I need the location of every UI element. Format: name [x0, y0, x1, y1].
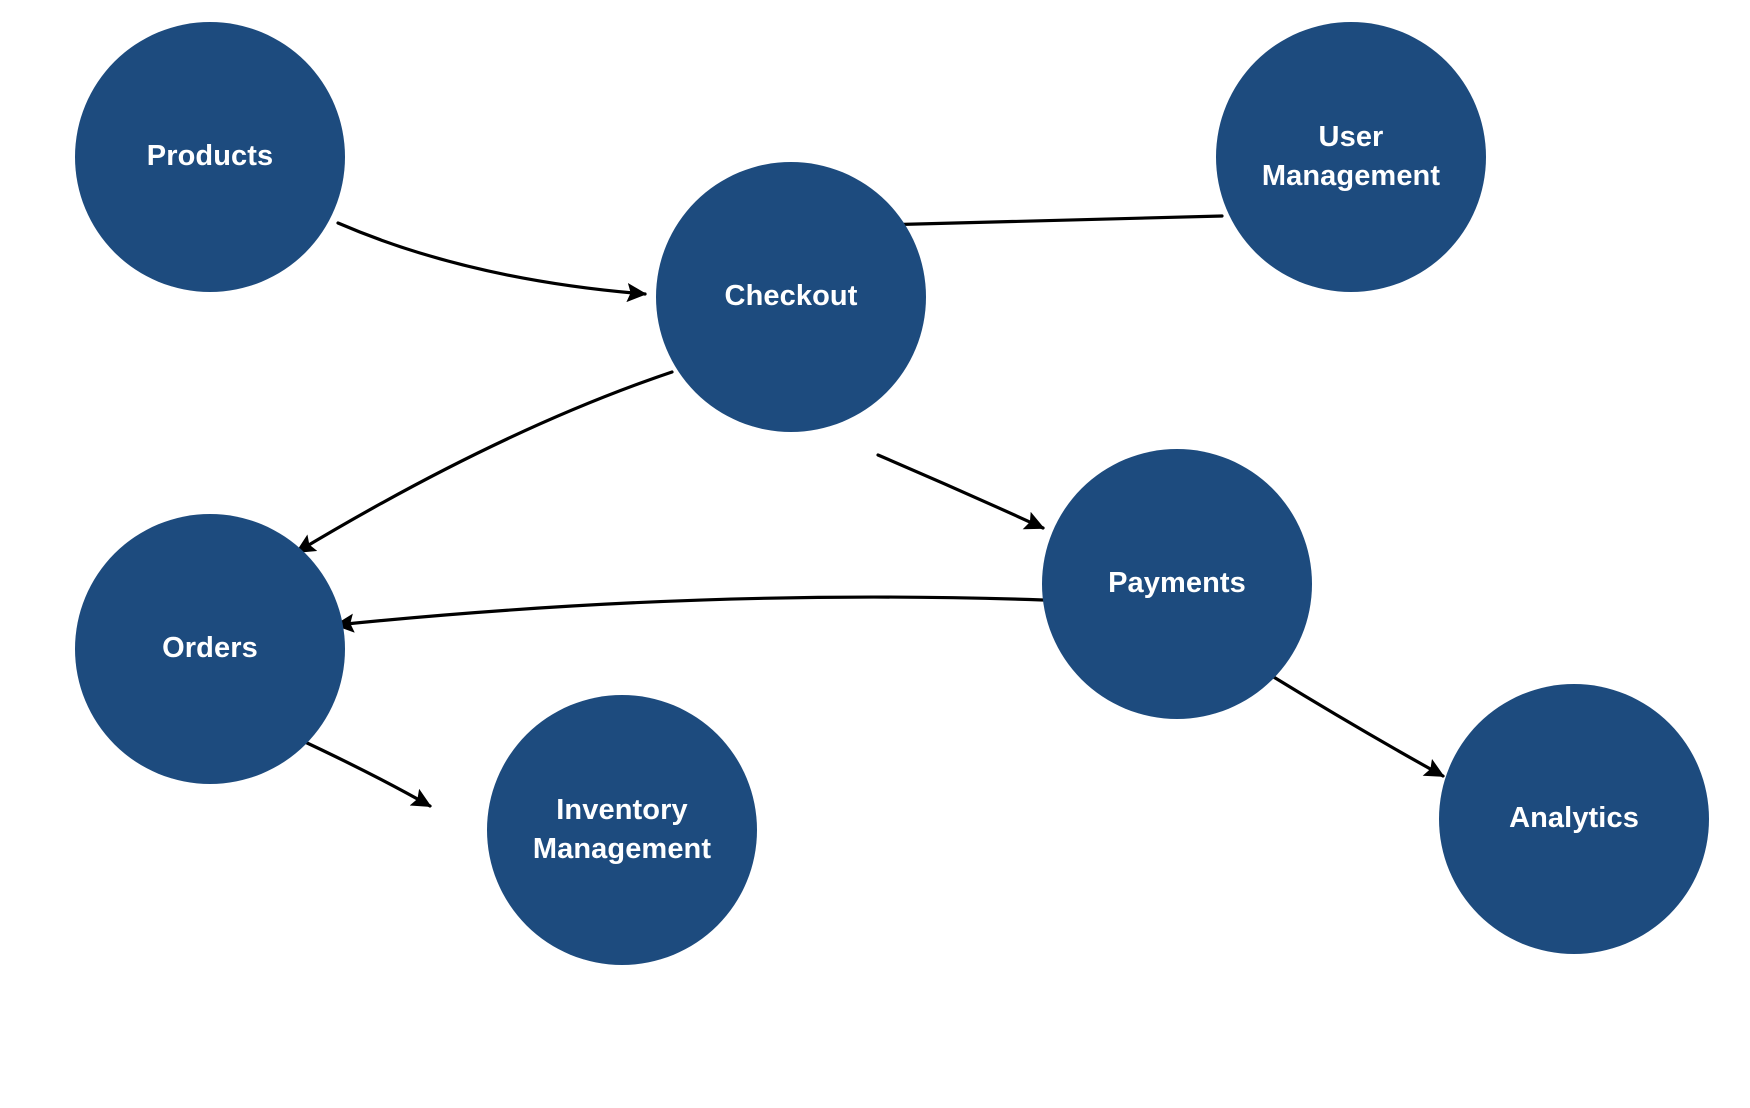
node-orders[interactable]: Orders [75, 514, 345, 784]
edge-checkout-to-orders[interactable] [295, 370, 674, 554]
edge-orders-to-inventory-management[interactable] [288, 733, 432, 808]
node-label-checkout: Checkout [724, 280, 858, 313]
node-label-orders: Orders [162, 632, 258, 665]
edge-payments-to-analytics[interactable] [1270, 674, 1445, 778]
node-products[interactable]: Products [75, 22, 345, 292]
node-inventory-management[interactable]: Inventory Management [487, 695, 757, 965]
edge-payments-to-orders[interactable] [334, 595, 1045, 633]
node-label-analytics: Analytics [1509, 802, 1639, 835]
node-label-products: Products [146, 140, 274, 173]
node-label-user-management: User Management [1261, 120, 1441, 192]
edge-products-to-checkout[interactable] [336, 221, 647, 303]
node-label-payments: Payments [1108, 567, 1246, 600]
node-payments[interactable]: Payments [1042, 449, 1312, 719]
edge-checkout-to-payments[interactable] [876, 453, 1045, 530]
node-label-inventory-management: Inventory Management [532, 793, 712, 865]
node-checkout[interactable]: Checkout [656, 162, 926, 432]
node-analytics[interactable]: Analytics [1439, 684, 1709, 954]
node-user-management[interactable]: User Management [1216, 22, 1486, 292]
